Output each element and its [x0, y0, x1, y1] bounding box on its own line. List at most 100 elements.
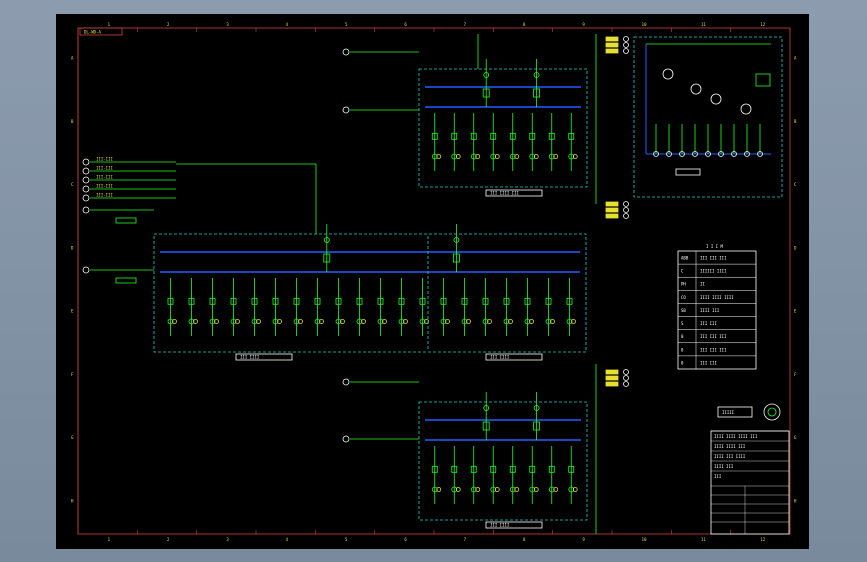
incomer-breaker [482, 88, 490, 98]
meter-symbol [490, 153, 497, 160]
frame-row-label: A [71, 56, 74, 61]
caption-box [485, 353, 543, 361]
indicator-symbol [508, 319, 513, 324]
frame-column-label: 1 [108, 537, 111, 542]
meter-symbol [431, 486, 438, 493]
meter-symbol [470, 153, 477, 160]
indicator-symbol [533, 154, 539, 159]
frame-column-label: 10 [642, 537, 647, 542]
caption-text: III IIII [490, 523, 510, 528]
meter-symbol [230, 318, 237, 325]
indicator-symbol [572, 154, 578, 159]
terminal-symbol [623, 36, 629, 42]
frame-column-label: 9 [582, 537, 585, 542]
frame-row-label: H [71, 498, 74, 503]
source-symbol [82, 194, 90, 202]
frame-column-label: 5 [345, 537, 348, 542]
breaker [568, 465, 575, 473]
meter-symbol [451, 153, 458, 160]
frame-column-label: 10 [642, 22, 647, 27]
frame-column-label: 8 [523, 537, 526, 542]
indicator-symbol [466, 319, 471, 324]
breaker [440, 297, 447, 305]
terminal-symbol [623, 381, 629, 387]
terminal-label [605, 36, 619, 42]
meter-symbol [419, 318, 426, 325]
frame-column-label: 4 [286, 22, 289, 27]
indicator-symbol [487, 319, 492, 324]
detail-device [662, 68, 674, 80]
breaker [545, 297, 552, 305]
legend-symbol: PH [681, 282, 686, 287]
meter-symbol [251, 318, 258, 325]
detail-terminal [718, 151, 724, 157]
legend-symbol: 0 [681, 360, 684, 365]
meter-symbol [356, 318, 363, 325]
caption-box [485, 189, 543, 197]
breaker [335, 297, 342, 305]
indicator-symbol [455, 154, 461, 159]
meter-symbol [209, 318, 216, 325]
legend-text: IIII III [700, 308, 720, 313]
meter-symbol [461, 318, 468, 325]
source-symbol [82, 167, 90, 175]
frame-column-label: 6 [404, 22, 407, 27]
legend-text: III III III [700, 256, 727, 261]
frame-row-label: A [794, 56, 797, 61]
breaker [503, 297, 510, 305]
breaker [251, 297, 258, 305]
indicator-symbol [298, 319, 303, 324]
meter-symbol [548, 486, 555, 493]
detail-relay [755, 73, 771, 87]
frame-row-label: E [794, 309, 797, 314]
meter-symbol [509, 486, 516, 493]
meter-symbol [377, 318, 384, 325]
breaker [470, 465, 477, 473]
breaker [470, 132, 477, 140]
caption-box [235, 353, 293, 361]
breaker [509, 132, 516, 140]
breaker [209, 297, 216, 305]
incomer-breaker [323, 253, 331, 263]
breaker [398, 297, 405, 305]
breaker [568, 132, 575, 140]
breaker [509, 465, 516, 473]
indicator-symbol [553, 487, 559, 492]
legend-symbol: ABB [681, 256, 689, 261]
terminal-label [605, 48, 619, 54]
source-symbol [342, 48, 350, 56]
breaker [431, 132, 438, 140]
incomer-breaker [533, 421, 541, 431]
ct-symbol [533, 405, 540, 411]
legend-text: IIIIII IIII [700, 269, 727, 274]
caption-box [485, 521, 543, 529]
indicator-symbol [256, 319, 261, 324]
cable-tag: III-III [96, 184, 113, 189]
source-symbol [342, 106, 350, 114]
frame-column-label: 8 [523, 22, 526, 27]
breaker [377, 297, 384, 305]
ct-symbol [533, 72, 540, 78]
breaker [490, 132, 497, 140]
meter-symbol [188, 318, 195, 325]
detail-terminal [679, 151, 685, 157]
meter-symbol [503, 318, 510, 325]
indicator-symbol [553, 154, 559, 159]
source-symbol [82, 185, 90, 193]
upper-panel [418, 68, 588, 188]
meter-symbol [470, 486, 477, 493]
frame-column-label: 3 [226, 537, 229, 542]
legend-text: IIII IIII IIII [700, 295, 734, 300]
meter-symbol [314, 318, 321, 325]
meter-symbol [293, 318, 300, 325]
detail-terminal [692, 151, 698, 157]
indicator-symbol [494, 154, 500, 159]
breaker [451, 132, 458, 140]
detail-panel [633, 36, 783, 198]
cable-tag: III-III [96, 157, 113, 162]
breaker [356, 297, 363, 305]
indicator-symbol [445, 319, 450, 324]
detail-terminal [705, 151, 711, 157]
incomer-breaker [452, 253, 460, 263]
